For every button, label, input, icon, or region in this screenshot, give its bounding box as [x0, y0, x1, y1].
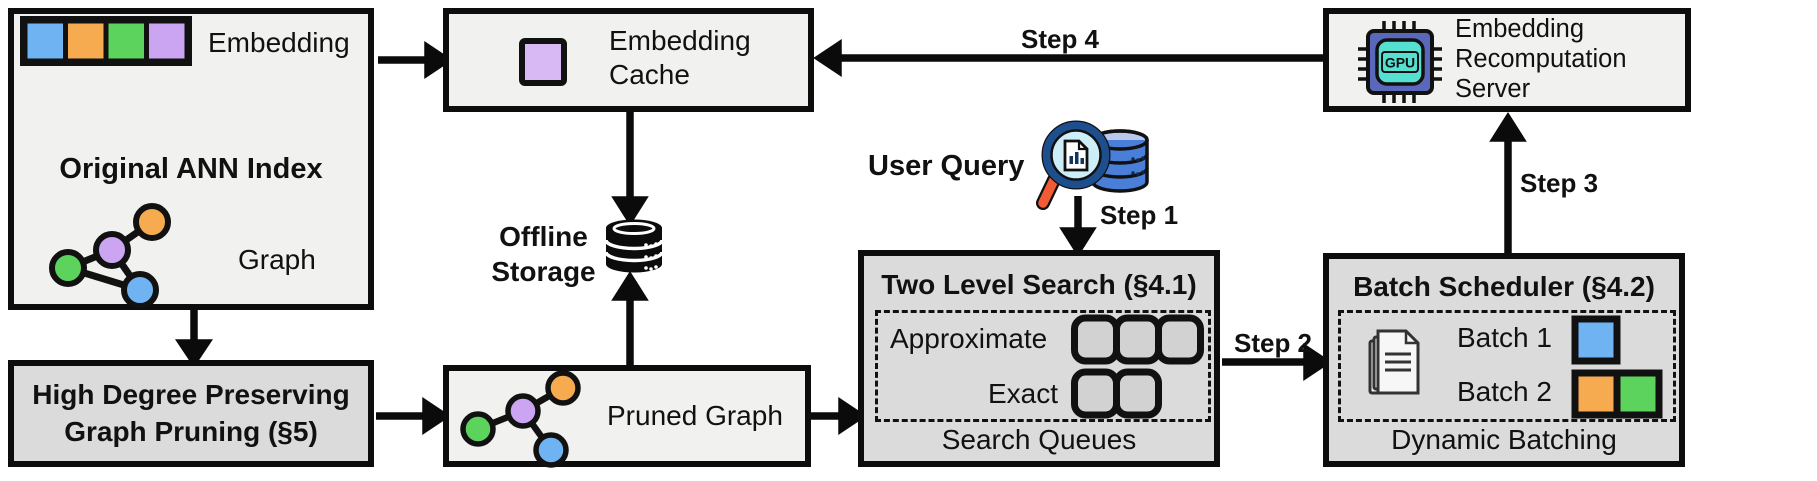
- gpu-text: GPU: [1385, 55, 1415, 71]
- pruned-graph-icon: [460, 370, 581, 468]
- batch-scheduler-box: Batch Scheduler (§4.2) Batch 1 Batch 2 D…: [1323, 253, 1685, 467]
- approximate-label: Approximate: [890, 323, 1048, 354]
- exact-queues-icon: [1071, 368, 1162, 419]
- recomputation-server-box: GPU Embedding Recomputation Server: [1323, 8, 1691, 112]
- offline-storage-label: Offline Storage: [491, 221, 596, 287]
- original-graph-icon: [49, 203, 171, 309]
- step-4-label: Step 4: [1020, 24, 1100, 54]
- user-query-label: User Query: [868, 150, 1025, 182]
- dynamic-batching-caption: Dynamic Batching: [1391, 423, 1617, 455]
- graph-label: Graph: [238, 244, 316, 275]
- pruned-graph-box: Pruned Graph: [443, 365, 811, 468]
- exact-label: Exact: [988, 378, 1059, 409]
- embedding-cache-label: Embedding Cache: [609, 25, 751, 91]
- search-queues-caption: Search Queues: [941, 423, 1137, 455]
- batch-scheduler-title: Batch Scheduler (§4.2): [1353, 271, 1655, 302]
- dynamic-batching-dashed-box: [1338, 310, 1676, 422]
- pruned-graph-label: Pruned Graph: [607, 400, 783, 431]
- step-1-label: Step 1: [1100, 200, 1179, 230]
- embedding-label: Embedding: [208, 27, 350, 58]
- original-ann-index-box: Embedding Original ANN Index Graph: [8, 8, 374, 310]
- cached-embedding-icon: [519, 38, 567, 86]
- embedding-vector-icon: [20, 16, 192, 66]
- step-3-label: Step 3: [1520, 168, 1599, 198]
- graph-pruning-box: High Degree Preserving Graph Pruning (§5…: [8, 360, 374, 467]
- embedding-cache-box: Embedding Cache: [443, 8, 814, 112]
- two-level-search-box: Two Level Search (§4.1) Approximate Exac…: [858, 250, 1220, 467]
- search-queues-dashed-box: [875, 310, 1211, 422]
- documents-stack-icon: [1368, 329, 1420, 395]
- offline-storage-database-icon: [604, 219, 664, 273]
- user-query-search-icon: [1036, 120, 1149, 210]
- approximate-queues-icon: [1071, 314, 1204, 365]
- gpu-icon: GPU: [1358, 21, 1442, 103]
- batch-1-squares-icon: [1571, 315, 1621, 365]
- ann-index-title: Original ANN Index: [59, 153, 323, 185]
- batch-1-label: Batch 1: [1457, 322, 1552, 353]
- graph-pruning-title: High Degree Preserving Graph Pruning (§5…: [32, 379, 350, 447]
- batch-2-squares-icon: [1571, 369, 1663, 419]
- two-level-search-title: Two Level Search (§4.1): [881, 269, 1197, 300]
- recomputation-server-label: Embedding Recomputation Server: [1455, 15, 1627, 103]
- step-2-label: Step 2: [1233, 328, 1313, 358]
- batch-2-label: Batch 2: [1457, 376, 1552, 407]
